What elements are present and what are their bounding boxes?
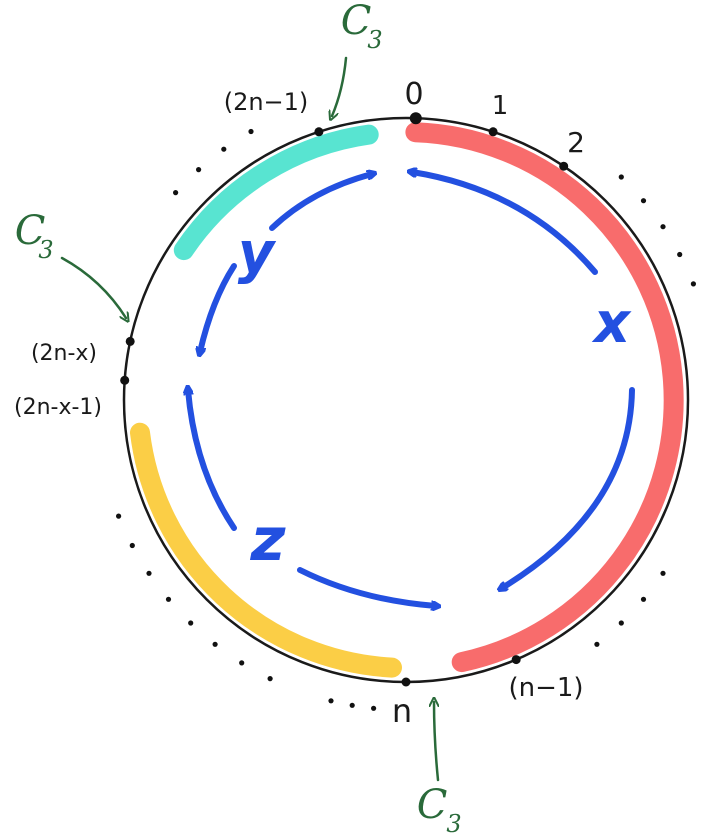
- annotation-c3-bottom: C 3: [417, 702, 462, 838]
- ellipsis-dot: [328, 698, 334, 704]
- ellipsis-dot: [660, 224, 666, 230]
- annotation-c3-top-arrow: [332, 56, 348, 116]
- ellipsis-dots: [116, 128, 697, 711]
- annotation-c3-left: C 3: [15, 208, 126, 318]
- ellipsis-dot: [221, 146, 227, 152]
- dot-2n-minus-1: [314, 127, 324, 137]
- ellipsis-dot: [165, 596, 172, 602]
- ellipsis-dot: [146, 570, 152, 576]
- arrow-y-top: [269, 174, 372, 231]
- ellipsis-dot: [212, 641, 218, 647]
- arrow-x-bottom: [502, 387, 635, 588]
- svg-text:3: 3: [446, 810, 461, 838]
- label-two: 2: [567, 126, 585, 159]
- dot-one: [488, 127, 498, 137]
- dot-2n-minus-x: [120, 375, 130, 385]
- svg-text:C: C: [341, 0, 372, 44]
- arrow-z-bottom: [297, 567, 436, 606]
- label-zero: 0: [404, 77, 423, 112]
- dot-zero: [409, 112, 422, 125]
- ellipsis-dot: [129, 542, 135, 549]
- svg-text:3: 3: [38, 236, 53, 264]
- svg-text:3: 3: [367, 26, 382, 54]
- annotation-c3-bottom-arrow: [434, 702, 440, 782]
- dot-n-minus-1: [511, 655, 521, 665]
- ellipsis-dot: [349, 702, 355, 708]
- ellipsis-dot: [196, 167, 202, 173]
- ellipsis-dot: [594, 641, 600, 647]
- ellipsis-dot: [267, 676, 273, 682]
- ellipsis-dot: [640, 596, 647, 602]
- annotation-c3-left-arrow: [60, 256, 126, 318]
- arc-z-segment: [130, 422, 402, 678]
- arrow-y-bottom: [200, 263, 237, 352]
- vertex-dots: [120, 112, 569, 687]
- svg-text:C: C: [417, 782, 448, 828]
- ellipsis-dot: [173, 190, 179, 196]
- segment-label-z: z: [250, 505, 287, 575]
- ellipsis-dot: [248, 128, 254, 135]
- ellipsis-dot: [188, 620, 194, 626]
- ellipsis-dot: [371, 705, 377, 711]
- ellipsis-dot: [239, 660, 245, 666]
- label-2n-minus-x: (2n-x): [31, 341, 97, 366]
- arc-y-segment: [173, 124, 379, 261]
- annotation-c3-top: C 3: [332, 0, 383, 116]
- ellipsis-dot: [690, 281, 697, 287]
- svg-text:C: C: [15, 208, 46, 254]
- ellipsis-dot: [640, 198, 647, 204]
- dot-2n-minus-x-minus-1: [125, 336, 135, 346]
- ellipsis-dot: [660, 570, 666, 576]
- cycle-circle: [122, 116, 690, 684]
- arc-x-segment: [405, 122, 684, 673]
- arrow-z-top: [188, 390, 237, 531]
- segment-label-x: x: [591, 291, 632, 356]
- label-2n-minus-1: (2n−1): [224, 88, 309, 116]
- arrow-x-top: [412, 172, 598, 275]
- label-one: 1: [492, 91, 509, 121]
- ellipsis-dot: [618, 620, 624, 626]
- ellipsis-dot: [116, 513, 122, 519]
- label-2n-minus-x-minus-1: (2n-x-1): [14, 395, 102, 420]
- label-n-minus-1: (n−1): [508, 673, 583, 703]
- ellipsis-dot: [618, 174, 624, 180]
- dot-two: [559, 161, 569, 171]
- label-n: n: [392, 692, 412, 730]
- ellipsis-dot: [677, 251, 683, 258]
- dot-n: [401, 677, 411, 687]
- segment-label-y: y: [238, 221, 277, 286]
